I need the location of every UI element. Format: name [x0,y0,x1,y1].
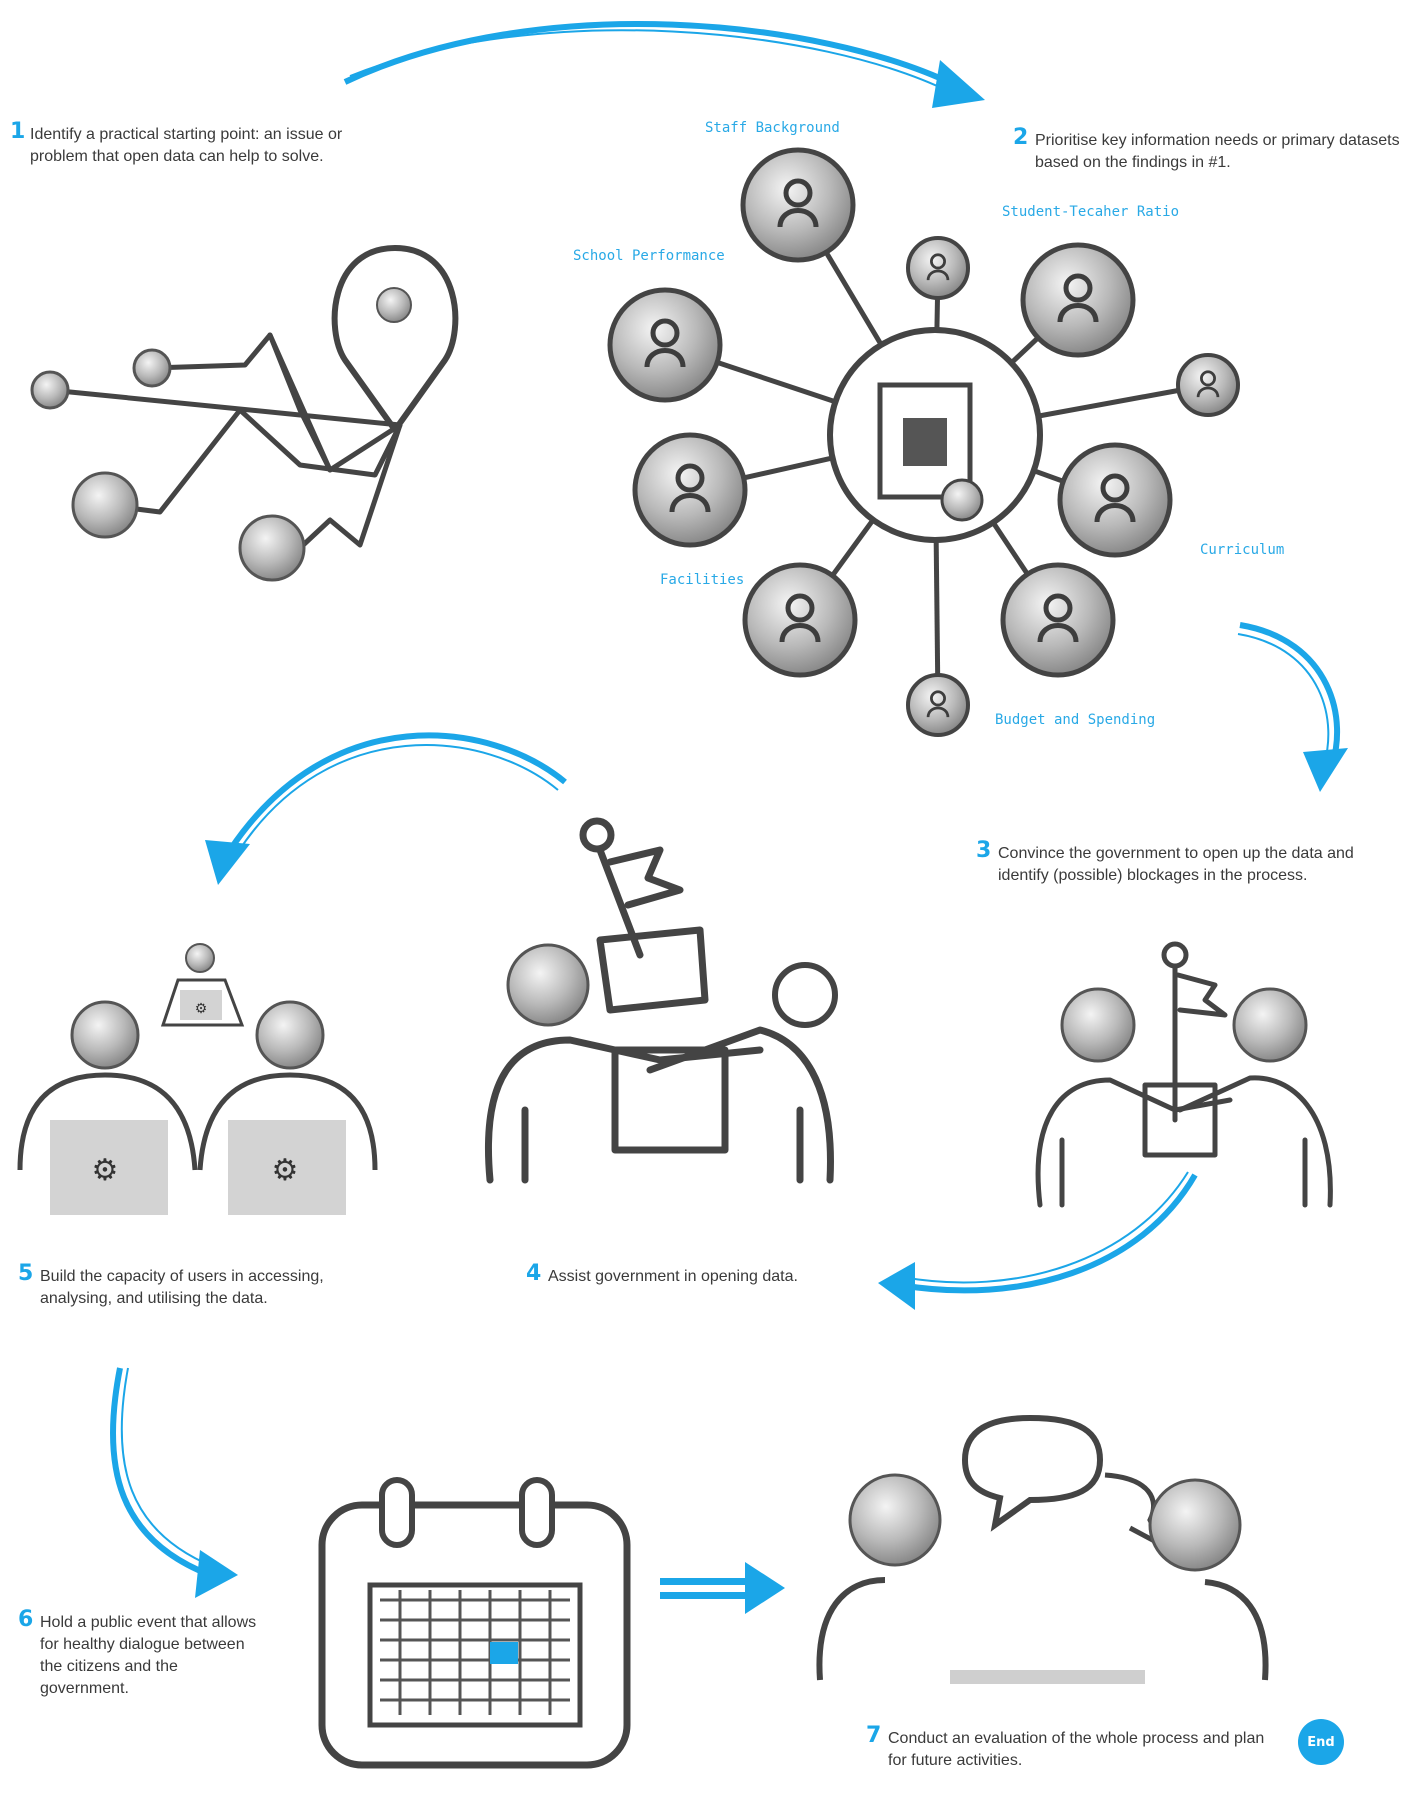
document-icon [877,382,984,522]
label-staff-background: Staff Background [705,120,840,136]
label-budget-spending: Budget and Spending [995,712,1156,728]
person-head-icon [1232,987,1308,1063]
step-6: 6 Hold a public event that allows for he… [18,1609,270,1700]
route-illustration [47,245,459,551]
person-head-icon [1060,987,1136,1063]
step-4: 4 Assist government in opening data. [526,1263,868,1288]
arrow-5-to-6 [109,1367,238,1598]
arrow-2-to-3 [1237,622,1348,792]
capacity-building-illustration: ⚙ ⚙ ⚙ [17,943,378,1215]
route-node-icons [30,348,306,582]
step-6-text: Hold a public event that allows for heal… [40,1614,257,1697]
person-node-small-top [906,236,970,300]
person-node-ratio [1020,242,1136,358]
step-2-number: 2 [1013,125,1029,150]
step-1-text: Identify a practical starting point: an … [30,126,343,165]
step-7: 7 Conduct an evaluation of the whole pro… [866,1725,1278,1772]
gear-icon: ⚙ [195,1000,208,1016]
arrow-1-to-2 [343,21,985,108]
person-node-small-right [1176,353,1240,417]
arrow-3-to-4 [878,1171,1198,1310]
evaluation-discussion-illustration [816,1414,1269,1684]
step-1-number: 1 [10,119,26,144]
step-7-text: Conduct an evaluation of the whole proce… [888,1730,1265,1769]
step-5-number: 5 [18,1261,34,1286]
person-node-curriculum [1057,442,1173,558]
assist-handshake-illustration [485,817,834,1184]
step-1: 1 Identify a practical starting point: a… [10,121,400,168]
location-pin-icon [376,287,412,323]
person-head-icon [772,962,838,1028]
step-3-text: Convince the government to open up the d… [998,845,1354,884]
step-7-number: 7 [866,1723,882,1748]
step-3: 3 Convince the government to open up the… [976,840,1358,887]
arrow-4-to-5 [205,732,567,885]
step-5-text: Build the capacity of users in accessing… [40,1268,324,1307]
data-hub-diagram [607,147,1240,737]
gear-icon: ⚙ [272,1154,299,1187]
person-node-staff [740,147,856,263]
step-5: 5 Build the capacity of users in accessi… [18,1263,400,1310]
person-node-performance [607,287,723,403]
gear-icon: ⚙ [92,1154,119,1187]
person-node-small-bottom [906,673,970,737]
step-2-text: Prioritise key information needs or prim… [1035,132,1400,171]
handshake-flag-illustration [1035,941,1333,1208]
label-facilities: Facilities [660,572,745,588]
step-4-text: Assist government in opening data. [548,1268,798,1285]
step-3-number: 3 [976,838,992,863]
step-2: 2 Prioritise key information needs or pr… [1013,127,1405,174]
step-6-number: 6 [18,1607,34,1632]
arrow-6-to-7 [660,1562,785,1614]
highlighted-date [490,1642,518,1664]
label-curriculum: Curriculum [1200,542,1285,558]
label-school-performance: School Performance [573,248,725,264]
person-head-icon [506,943,590,1027]
step-4-number: 4 [526,1261,542,1286]
calendar-icon [318,1477,631,1769]
label-student-teacher-ratio: Student-Tecaher Ratio [1002,204,1180,220]
person-node-facilities [632,432,748,548]
person-node-budget [1000,562,1116,678]
end-badge: End [1298,1719,1344,1765]
person-node-facilities-b [742,562,858,678]
